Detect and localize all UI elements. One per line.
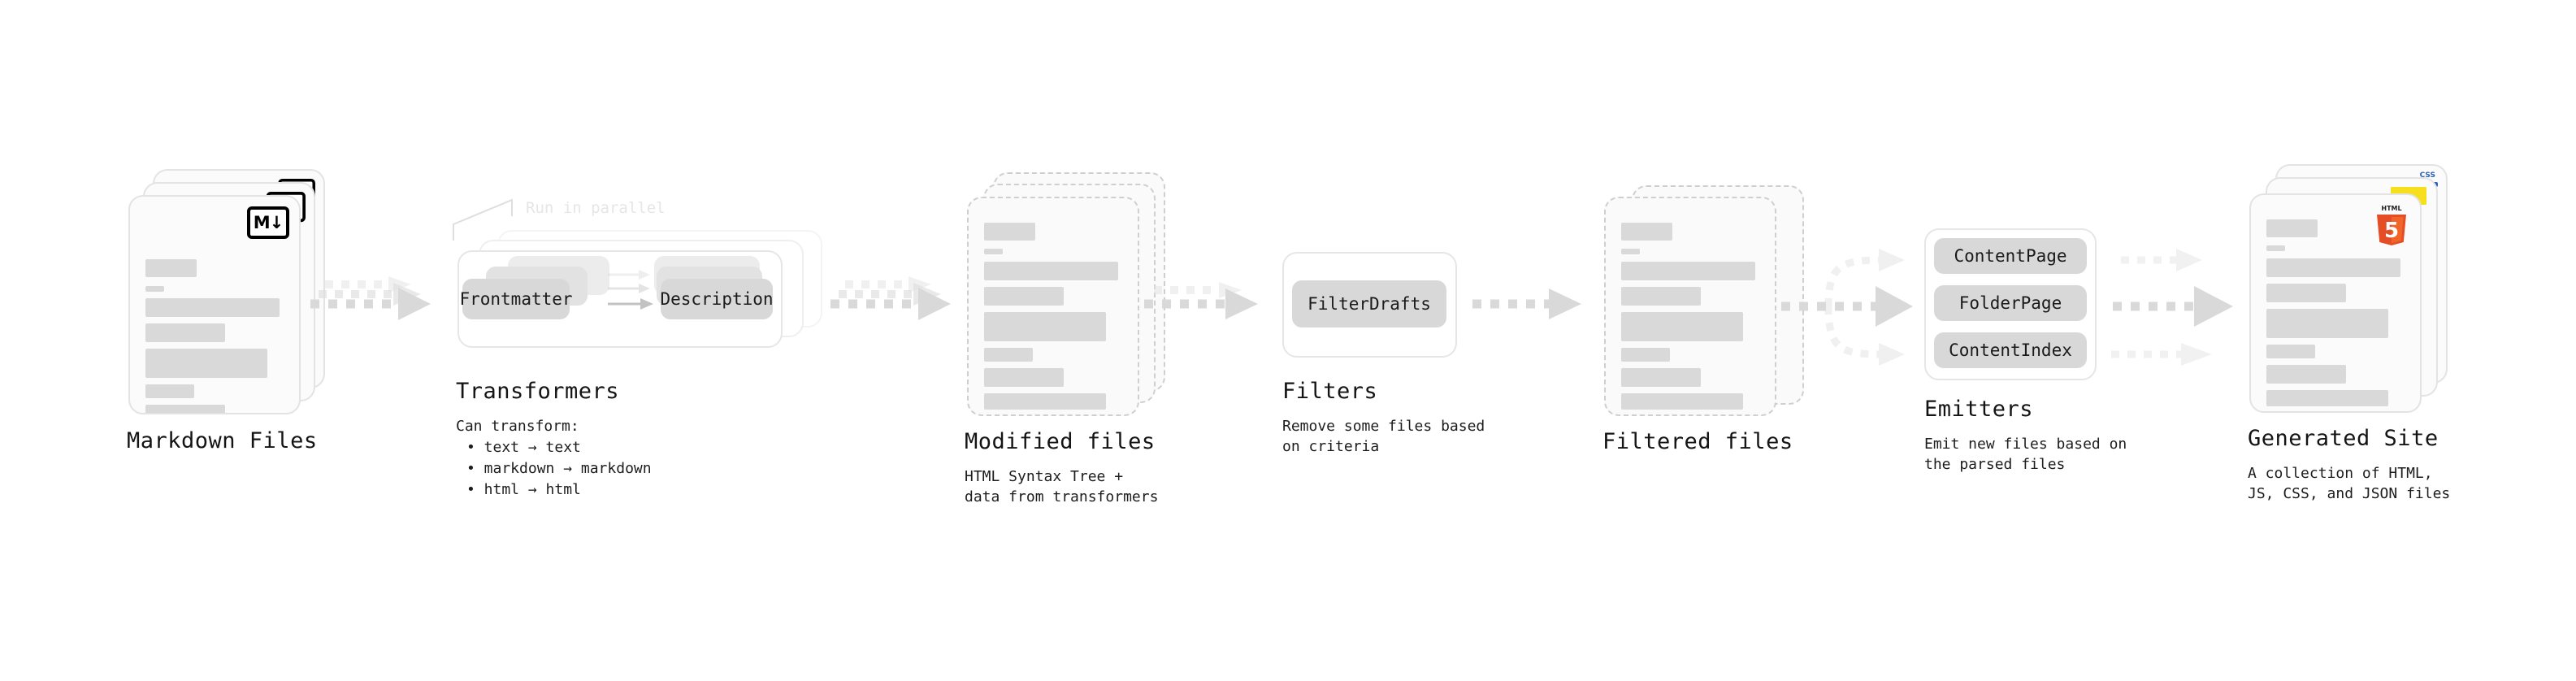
- connector-filters-to-filtered: [1469, 288, 1599, 336]
- transformer-chip-description[interactable]: Description: [660, 279, 774, 319]
- stage-title-modified-files: Modified files: [965, 429, 1156, 454]
- dotted-arrow-bottom: [310, 288, 431, 320]
- fan-out-trunk: [1781, 286, 1913, 327]
- svg-text:HTML: HTML: [2381, 205, 2401, 212]
- run-in-parallel-bracket: [452, 195, 549, 242]
- placeholder-line: [984, 312, 1106, 341]
- placeholder-line: [984, 348, 1033, 362]
- placeholder-line: [2266, 365, 2346, 384]
- css-badge-icon: CSS: [2419, 171, 2435, 180]
- dotted-arrow-single: [1472, 288, 1581, 319]
- placeholder-line: [2266, 309, 2388, 338]
- generated-site-description: A collection of HTML, JS, CSS, and JSON …: [2248, 465, 2451, 502]
- connector-emitters-to-site: [2110, 232, 2264, 387]
- connector-transformers-to-modified: [827, 275, 974, 340]
- placeholder-line: [1621, 348, 1670, 362]
- connector-filtered-to-emitters: [1778, 232, 1928, 387]
- emitter-chip-contentindex[interactable]: ContentIndex: [1934, 332, 2087, 368]
- connector-modified-to-filters: [1141, 280, 1279, 337]
- placeholder-line: [984, 223, 1035, 241]
- stage-title-transformers: Transformers: [456, 379, 620, 404]
- transformers-description: Can transform:: [456, 418, 579, 435]
- placeholder-line: [145, 384, 194, 398]
- transformers-bullet-2: • markdown → markdown: [466, 460, 652, 477]
- placeholder-line: [1621, 287, 1701, 306]
- dotted-arrow-bottom: [2111, 343, 2212, 366]
- fan-out-branch-up: [1824, 249, 1905, 307]
- placeholder-line: [2266, 245, 2285, 251]
- html5-badge-icon: HTML 5: [2373, 203, 2410, 245]
- dotted-arrow-mid: [2113, 286, 2233, 327]
- placeholder-line: [2266, 345, 2315, 358]
- dotted-arrow-top: [2121, 249, 2202, 271]
- placeholder-line: [984, 393, 1106, 410]
- placeholder-line: [145, 286, 164, 292]
- placeholder-line: [984, 262, 1118, 280]
- run-in-parallel-label: Run in parallel: [526, 199, 666, 217]
- fan-out-branch-down: [1824, 306, 1905, 366]
- placeholder-line: [1621, 262, 1755, 280]
- stage-title-markdown-files: Markdown Files: [127, 428, 318, 453]
- transformer-chip-frontmatter[interactable]: Frontmatter: [459, 279, 573, 319]
- placeholder-line: [145, 405, 225, 413]
- filtered-card-front: [1604, 197, 1776, 416]
- transformer-inner-arrows: [608, 268, 666, 325]
- transformers-bullet-3: • html → html: [466, 481, 581, 498]
- placeholder-line: [984, 287, 1064, 306]
- modified-files-description: HTML Syntax Tree + data from transformer…: [965, 468, 1159, 505]
- placeholder-line: [2266, 219, 2318, 237]
- connector-md-to-transformers: [307, 275, 453, 340]
- placeholder-line: [984, 368, 1064, 387]
- transformers-bullet-1: • text → text: [466, 439, 581, 456]
- dotted-arrow-top: [1154, 282, 1242, 298]
- placeholder-line: [145, 298, 280, 317]
- placeholder-line: [1621, 393, 1743, 410]
- placeholder-line: [984, 249, 1003, 254]
- emitters-description: Emit new files based on the parsed files: [1924, 436, 2127, 473]
- placeholder-line: [2266, 284, 2346, 302]
- placeholder-line: [2266, 258, 2400, 277]
- emitter-chip-contentpage[interactable]: ContentPage: [1934, 238, 2087, 274]
- placeholder-line: [145, 349, 267, 378]
- stage-title-filters: Filters: [1282, 379, 1378, 404]
- markdown-card-front: M↓: [128, 195, 301, 414]
- stage-title-filtered-files: Filtered files: [1602, 429, 1793, 454]
- markdown-badge-icon: M↓: [247, 206, 289, 239]
- placeholder-line: [2266, 390, 2388, 406]
- svg-text:5: 5: [2384, 219, 2399, 243]
- placeholder-line: [1621, 368, 1701, 387]
- dotted-arrow-bottom: [1144, 288, 1258, 319]
- modified-card-front: [967, 197, 1139, 416]
- stage-title-emitters: Emitters: [1924, 397, 2034, 422]
- placeholder-line: [1621, 249, 1640, 254]
- emitter-chip-folderpage[interactable]: FolderPage: [1934, 285, 2087, 321]
- placeholder-line: [1621, 223, 1672, 241]
- placeholder-line: [145, 259, 197, 277]
- filters-description: Remove some files based on criteria: [1282, 418, 1485, 455]
- filter-chip-filterdrafts[interactable]: FilterDrafts: [1292, 280, 1446, 327]
- placeholder-line: [1621, 312, 1743, 341]
- stage-title-generated-site: Generated Site: [2248, 426, 2439, 451]
- site-card-front-html: HTML 5: [2249, 193, 2422, 413]
- placeholder-line: [145, 323, 225, 342]
- dotted-arrow-bottom: [830, 288, 951, 320]
